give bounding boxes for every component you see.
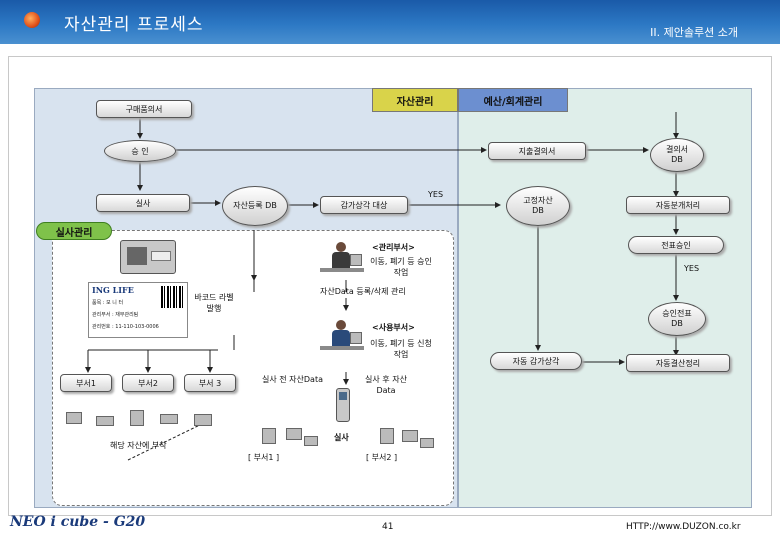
asset-icon — [286, 428, 302, 440]
physical-inspection-label: 실사관리 — [36, 222, 112, 240]
management-dept-task: 이동, 폐기 등 승인 작업 — [370, 257, 432, 278]
computer-icon — [130, 410, 144, 426]
resolution-db: 결의서 DB — [650, 138, 704, 172]
barcode-brand: ING LIFE — [92, 285, 134, 295]
product-logo: NEO i cube - G20 — [10, 514, 146, 530]
auto-journal-node: 자동분개처리 — [626, 196, 730, 214]
attach-to-asset-label: 해당 자산에 부착 — [110, 441, 167, 450]
barcode-line1: 품목 : 모 니 터 — [92, 300, 124, 306]
inspector-icon — [380, 428, 394, 444]
barcode-line2: 관리부서 : 재무관리팀 — [92, 312, 139, 318]
purchase-request-node: 구매품의서 — [96, 100, 192, 118]
department-3: 부서 3 — [184, 374, 236, 392]
post-inspection-data: 실사 후 자산 Data — [365, 375, 407, 396]
asset-registration-db: 자산등록 DB — [222, 186, 288, 226]
expense-resolution-node: 지출결의서 — [488, 142, 586, 160]
handheld-scanner-icon — [336, 388, 350, 422]
scanner-icon — [160, 414, 178, 424]
header-bar: 자산관리 프로세스 II. 제안솔루션 소개 — [0, 0, 780, 44]
department-1-bracket: [ 부서1 ] — [248, 453, 280, 462]
management-dept-label: <관리부서> — [372, 243, 415, 252]
page-title: 자산관리 프로세스 — [64, 15, 204, 35]
depreciation-target-node: 감가상각 대상 — [320, 196, 408, 214]
inspection-report-node: 실사 — [96, 194, 190, 212]
tab-asset-management[interactable]: 자산관리 — [372, 88, 458, 112]
asset-icon — [304, 436, 318, 446]
user-dept-task: 이동, 폐기 등 신청 작업 — [370, 339, 432, 360]
department-2: 부서2 — [122, 374, 174, 392]
fixed-asset-db: 고정자산 DB — [506, 186, 570, 226]
barcode-issue-label: 바코드 라벨 발행 — [194, 293, 234, 314]
bullet-icon — [24, 12, 40, 28]
printer-icon — [96, 416, 114, 426]
inspector-icon — [262, 428, 276, 444]
yes-label: YES — [428, 190, 444, 199]
content-frame — [8, 56, 772, 516]
approval-node: 승 인 — [104, 140, 176, 162]
yes-label: YES — [684, 264, 700, 273]
monitor-icon — [66, 412, 82, 424]
asset-icon — [402, 430, 418, 442]
barcode-icon — [161, 286, 183, 308]
voucher-approval-node: 전표승인 — [628, 236, 724, 254]
auto-settlement-node: 자동결산정리 — [626, 354, 730, 372]
pre-inspection-data: 실사 전 자산Data — [262, 375, 323, 384]
manager-desk-icon — [320, 240, 364, 280]
laptop-icon — [194, 414, 212, 426]
label-printer-icon — [120, 240, 176, 274]
barcode-label-card: ING LIFE 품목 : 모 니 터 관리부서 : 재무관리팀 관리번호 : … — [88, 282, 188, 338]
section-subtitle: II. 제안솔루션 소개 — [650, 26, 738, 39]
department-1: 부서1 — [60, 374, 112, 392]
auto-depreciation-node: 자동 감가상각 — [490, 352, 582, 370]
website-url[interactable]: HTTP://www.DUZON.co.kr — [626, 522, 741, 532]
page-number: 41 — [382, 522, 394, 532]
barcode-line3: 관리번호 : 11-110-103-0006 — [92, 324, 159, 330]
tab-budget-accounting[interactable]: 예산/회계관리 — [458, 88, 568, 112]
user-dept-label: <사용부서> — [372, 323, 415, 332]
asset-icon — [420, 438, 434, 448]
user-desk-icon — [320, 318, 364, 358]
inspection-label: 실사 — [334, 433, 349, 442]
approved-voucher-db: 승인전표 DB — [648, 302, 706, 336]
asset-data-management: 자산Data 등록/삭제 관리 — [320, 287, 406, 296]
department-2-bracket: [ 부서2 ] — [366, 453, 398, 462]
